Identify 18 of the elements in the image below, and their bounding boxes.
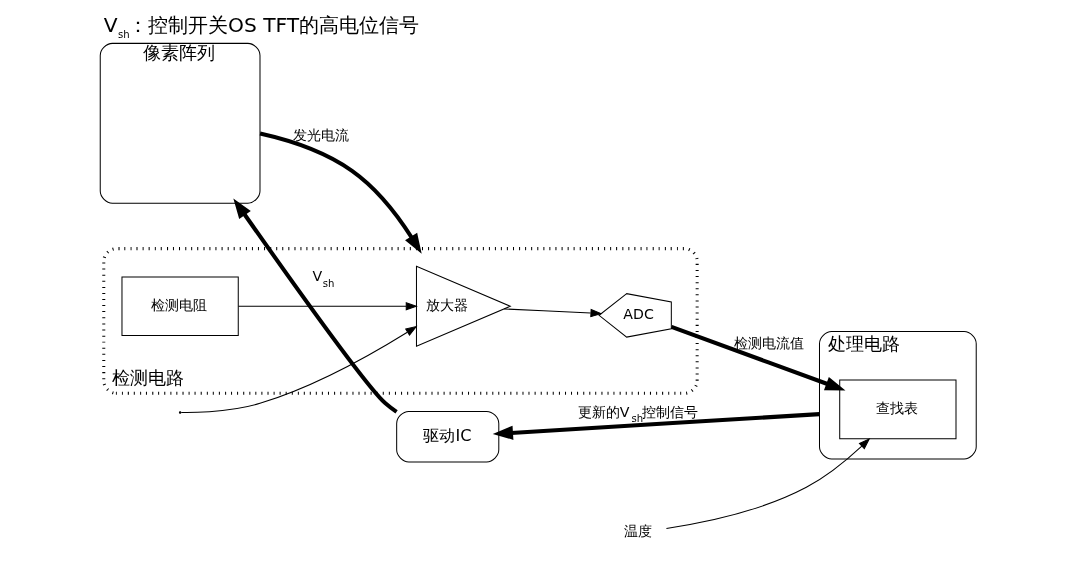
arrow: [233, 197, 398, 414]
arrow: [503, 307, 603, 317]
arrow: [259, 131, 422, 254]
arrow: [665, 437, 871, 529]
node-box: 驱动IC: [396, 410, 500, 462]
edge-label: 检测电流值: [733, 334, 804, 351]
node-box: 检测电阻: [121, 275, 239, 336]
edge-label: 更新的V$_{sh}$控制信号: [577, 403, 698, 424]
arrow: [237, 301, 418, 311]
arrow: [670, 324, 846, 391]
node-box: 查找表: [839, 379, 957, 439]
arrow: [492, 411, 820, 440]
arrow: [180, 325, 418, 413]
edge-label: V$_{sh}$: [312, 267, 335, 289]
node-box: 像素阵列: [99, 42, 261, 204]
edge-label: 发光电流: [293, 126, 350, 143]
node-text: 温度: [624, 522, 653, 538]
diagram-title: V$_{sh}$：控制开关OS TFT的高电位信号: [103, 12, 420, 40]
